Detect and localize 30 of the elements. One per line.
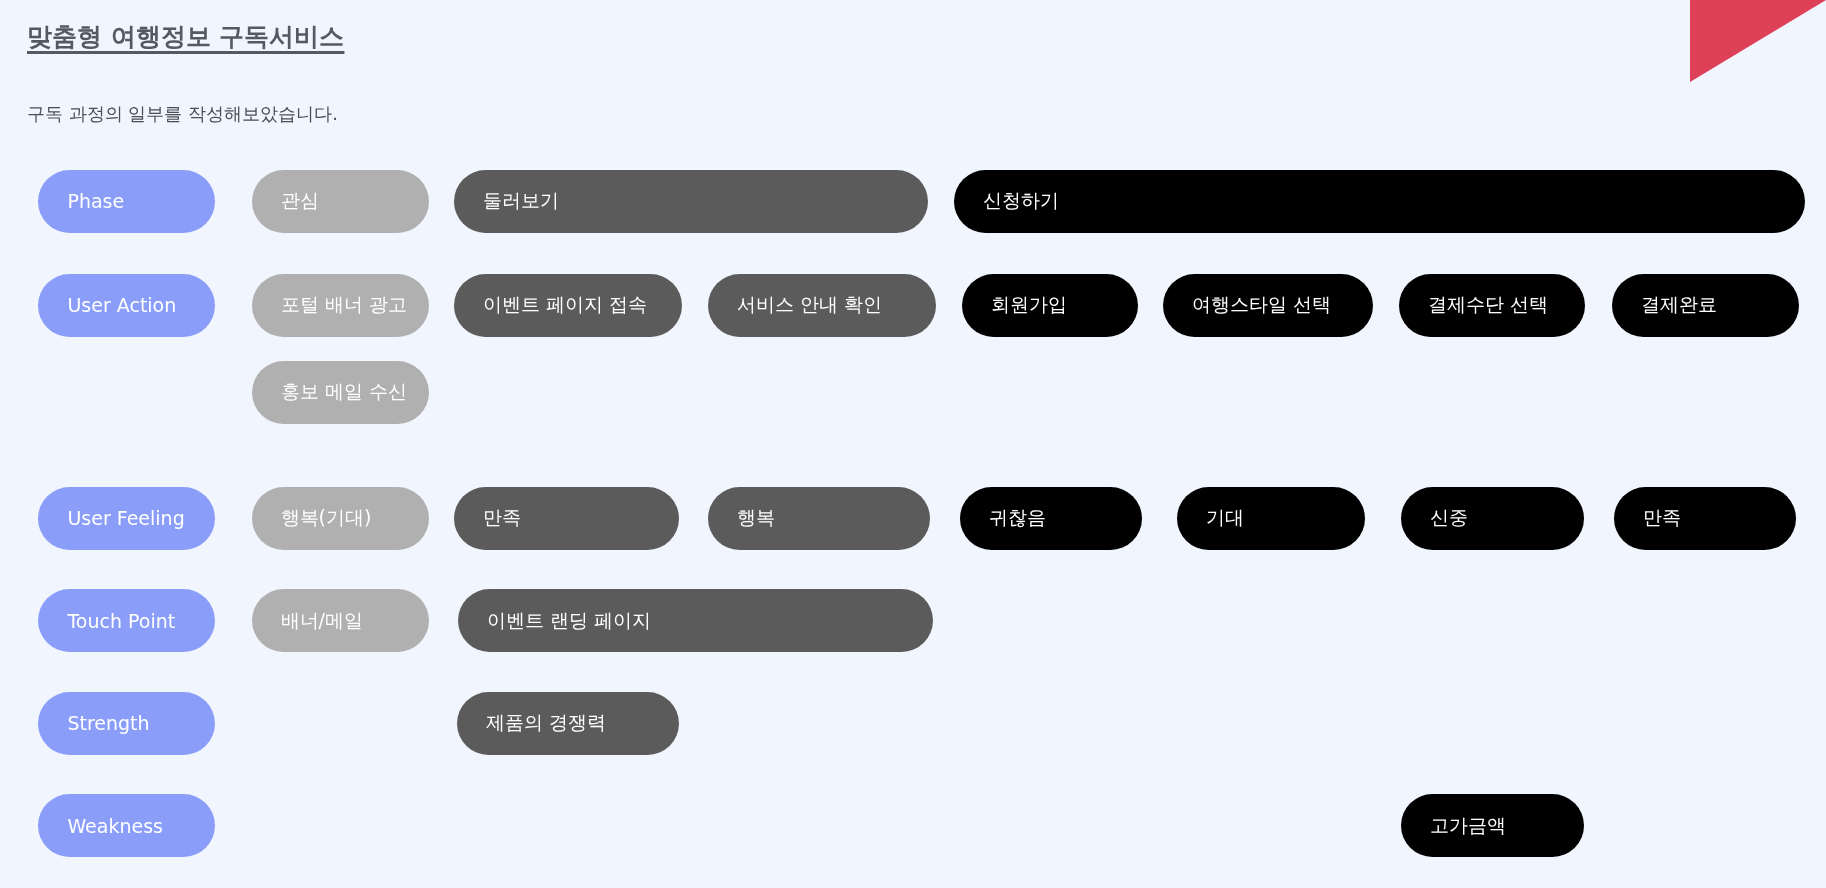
- row-header-pill: Strength: [38, 691, 216, 755]
- stage-pill: 배너/메일: [251, 589, 429, 653]
- stage-pill: 행복(기대): [251, 486, 429, 550]
- stage-pill: 관심: [251, 169, 429, 233]
- row-header-pill: Touch Point: [38, 589, 216, 653]
- stage-pill: 이벤트 페이지 접속: [454, 273, 683, 337]
- stage-pill: 서비스 안내 확인: [708, 273, 937, 337]
- stage-pill: 제품의 경쟁력: [456, 691, 679, 755]
- subtitle-text: 구독 과정의 일부를 작성해보았습니다.: [27, 102, 338, 126]
- stage-pill: 결제수단 선택: [1398, 273, 1585, 337]
- stage-pill: 신중: [1400, 486, 1584, 550]
- stage-pill: 이벤트 랜딩 페이지: [457, 589, 933, 653]
- stage-pill: 행복: [708, 486, 931, 550]
- stage-pill: 만족: [1614, 486, 1796, 550]
- row-header-pill: Phase: [38, 169, 216, 233]
- stage-pill: 기대: [1177, 486, 1365, 550]
- stage-pill: 회원가입: [961, 273, 1138, 337]
- stage-pill: 홍보 메일 수신: [251, 360, 429, 424]
- row-header-pill: User Feeling: [38, 486, 216, 550]
- stage-pill: 만족: [454, 486, 679, 550]
- stage-pill: 결제완료: [1611, 273, 1800, 337]
- stage-pill: 포털 배너 광고: [251, 273, 429, 337]
- stage-pill: 둘러보기: [454, 169, 929, 233]
- stage-pill: 고가금액: [1400, 794, 1584, 858]
- stage-pill: 귀찮음: [959, 486, 1143, 550]
- stage-pill: 신청하기: [953, 169, 1805, 233]
- row-header-pill: User Action: [38, 273, 216, 337]
- page-title: 맞춤형 여행정보 구독서비스: [27, 21, 345, 53]
- row-header-pill: Weakness: [38, 794, 216, 858]
- stage-pill: 여행스타일 선택: [1163, 273, 1373, 337]
